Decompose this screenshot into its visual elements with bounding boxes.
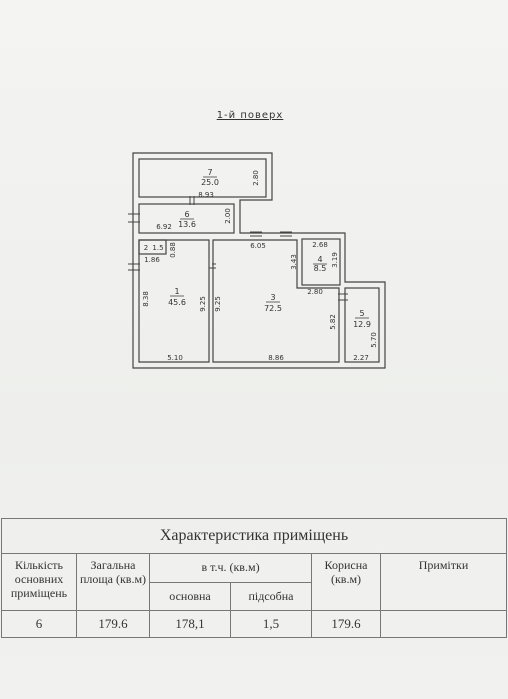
header-aux: підсобна [230,581,312,611]
value-aux: 1,5 [230,610,312,638]
floor-title: 1-й поверх [216,110,284,121]
header-count: Кількість основних приміщень [1,553,77,611]
dim-label: 2.27 [353,354,369,362]
room-5-outline [344,287,380,363]
dim-label: 1.86 [144,256,160,264]
table-title: Характеристика приміщень [1,518,507,554]
value-main: 178,1 [149,610,231,638]
room-3-outline [212,239,340,363]
characteristics-table-wrap: Характеристика приміщень Кількість основ… [0,518,508,658]
room-7-outline [138,158,267,198]
room-7-area: 25.0 [201,178,219,187]
room-6-area: 13.6 [178,220,196,229]
header-total: Загальна площа (кв.м) [76,553,150,611]
value-useful: 179.6 [311,610,381,638]
dim-label: 5.82 [329,314,337,330]
characteristics-table: Характеристика приміщень Кількість основ… [1,518,507,638]
dim-label: 9.25 [214,296,222,312]
room-3-number: 3 [270,293,275,302]
dim-label: 2.80 [252,170,260,186]
room-4-outline [301,238,341,286]
dim-label: 8.86 [268,354,284,362]
dim-label: 0.88 [169,242,177,258]
dim-label: 9.25 [199,296,207,312]
outer-wall [132,152,386,369]
room-5-area: 12.9 [353,320,371,329]
dim-label: 6.92 [156,223,172,231]
dim-label: 5.10 [167,354,183,362]
room-5-number: 5 [359,309,364,318]
header-useful: Корисна (кв.м) [311,553,381,611]
room-2-number: 2 [144,244,148,252]
room-1-outline [138,239,210,363]
value-notes [380,610,507,638]
floor-plan: 7 25.0 6 13.6 2 1.5 1 45.6 3 72.5 4 8.5 … [128,152,386,369]
dim-label: 6.05 [250,242,266,250]
dim-label: 5.70 [370,332,378,348]
room-2-area: 1.5 [152,244,163,252]
room-6-number: 6 [184,210,189,219]
header-notes: Примітки [380,553,507,611]
room-4-area: 8.5 [314,264,327,273]
room-4-number: 4 [317,255,322,264]
room-6-outline [138,203,235,234]
value-count: 6 [1,610,77,638]
dim-label: 2.68 [312,241,328,249]
dim-label: 8.93 [198,191,214,199]
dim-label: 2.00 [224,208,232,224]
dim-label: 2.80 [307,288,323,296]
room-7-number: 7 [207,168,212,177]
header-incl: в т.ч. (кв.м) [149,553,312,583]
value-total: 179.6 [76,610,150,638]
header-main: основна [149,581,231,611]
room-1-area: 45.6 [168,298,186,307]
dim-label: 8.38 [142,291,150,307]
dim-label: 3.43 [290,254,298,270]
dim-label: 3.19 [331,252,339,268]
room-3-area: 72.5 [264,304,282,313]
room-1-number: 1 [174,287,179,296]
